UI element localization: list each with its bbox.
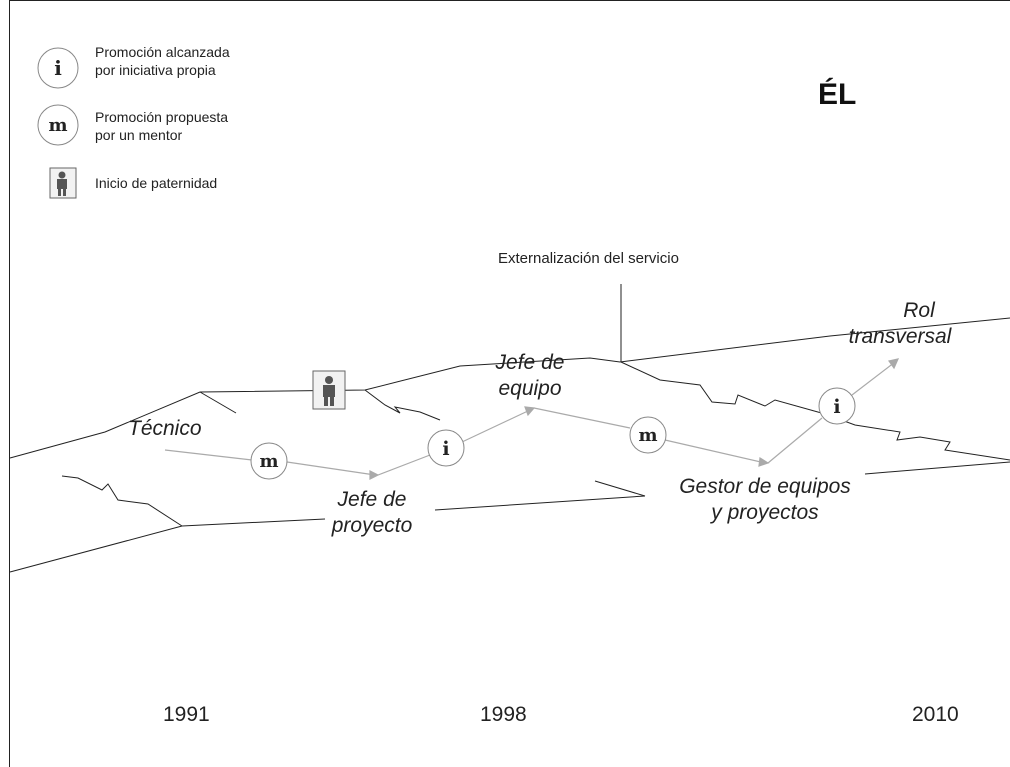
svg-text:m: m [259,451,278,472]
lower-middle-line [434,495,646,511]
mentor-marker-2: m [629,416,667,454]
upper-boundary-tick [199,391,237,414]
year-1991: 1991 [163,703,210,726]
year-1998: 1998 [480,703,527,726]
figure-frame [9,0,1010,767]
upper-boundary-line [9,317,1010,459]
role-jefe-proyecto-line1: Jefe de [337,488,407,511]
descending-boundary-line [620,361,1010,461]
legend-initiative-line1: Promoción alcanzada [95,44,230,60]
role-tecnico: Técnico [128,417,202,440]
role-transversal-line2: transversal [848,325,952,348]
paternity-marker-icon [312,370,346,410]
svg-text:m: m [48,115,67,136]
legend-paternity-text: Inicio de paternidad [95,174,217,192]
svg-text:m: m [638,425,657,446]
legend-mentor-symbol: m [37,104,79,146]
role-jefe-equipo-line2: equipo [498,377,562,400]
legend-person-icon [49,167,77,199]
role-jefe-equipo-line1: Jefe de [495,351,565,374]
role-jefe-proyecto: Jefe de proyecto [312,487,432,539]
page-title: ÉL [818,78,857,111]
svg-text:i: i [833,396,840,418]
role-gestor: Gestor de equipos y proyectos [650,474,880,526]
legend-initiative-symbol: i [37,47,79,89]
role-transversal: Rol transversal [830,298,970,350]
initiative-marker-1: i [427,429,465,467]
role-gestor-line2: y proyectos [711,501,819,524]
legend-mentor-text: Promoción propuesta por un mentor [95,108,228,144]
role-gestor-line1: Gestor de equipos [679,475,851,498]
lower-right-line [864,461,1010,475]
svg-text:i: i [442,438,449,460]
career-path-arrows [164,358,900,480]
legend-initiative-text: Promoción alcanzada por iniciativa propi… [95,43,230,79]
mentor-marker-1: m [250,442,288,480]
role-jefe-equipo: Jefe de equipo [470,350,590,402]
lower-left-diagonal [9,525,183,573]
svg-text:i: i [54,56,62,80]
legend-mentor-line2: por un mentor [95,127,183,143]
lower-left-zigzag [61,475,183,527]
lower-left-line [181,518,326,527]
role-jefe-proyecto-line2: proyecto [331,514,413,537]
lower-middle-tick [594,480,646,497]
legend-initiative-line2: por iniciativa propia [95,62,216,78]
initiative-marker-2: i [818,387,856,425]
role-transversal-line1: Rol [903,299,935,322]
legend-paternity-label: Inicio de paternidad [95,175,218,191]
event-label: Externalización del servicio [498,250,679,267]
legend-mentor-line1: Promoción propuesta [95,109,229,125]
year-2010: 2010 [912,703,959,726]
upper-boundary-zigzag [364,389,441,421]
